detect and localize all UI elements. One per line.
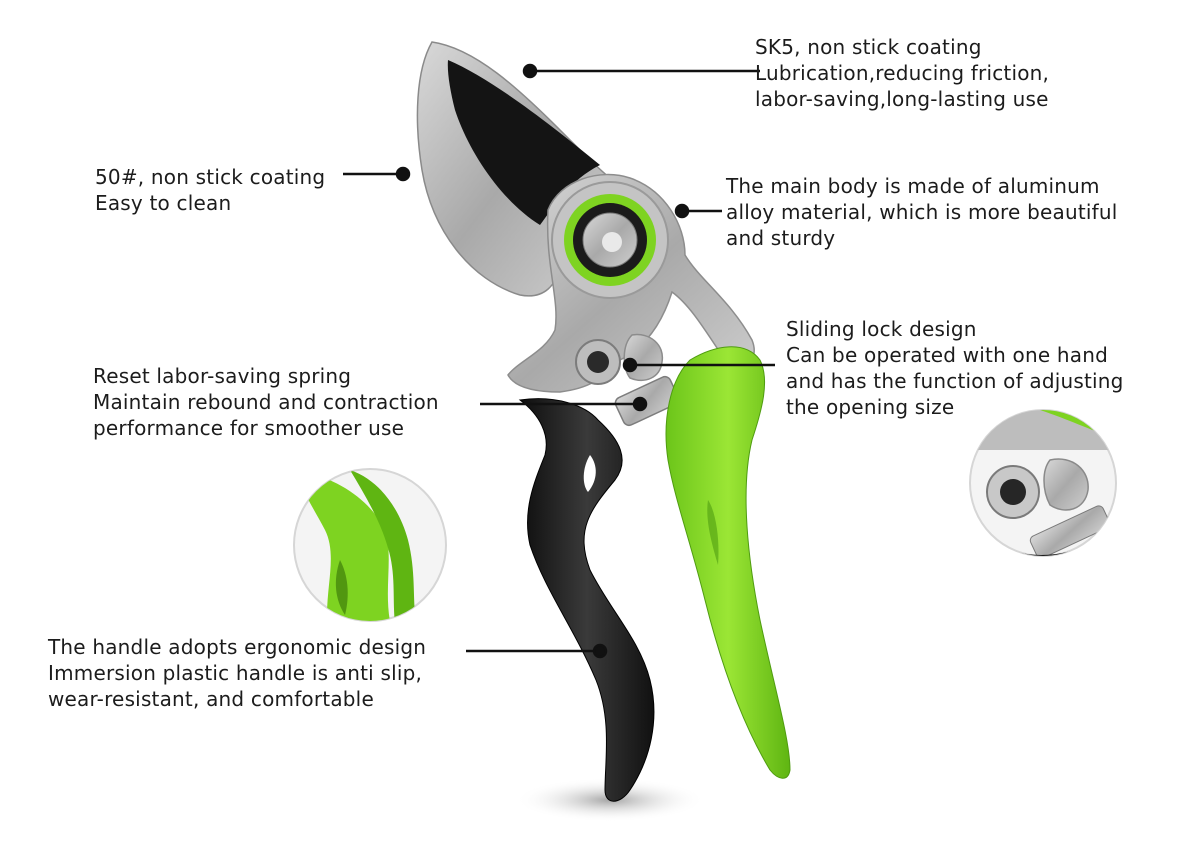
- blade-callout-line-2: Lubrication,reducing friction,: [755, 61, 1050, 85]
- leader-lines: [343, 63, 775, 659]
- handle-callout: The handle adopts ergonomic design Immer…: [48, 634, 426, 712]
- edge-callout: 50#, non stick coating Easy to clean: [95, 164, 325, 216]
- blade-coating: [447, 60, 600, 225]
- green-handle: [665, 346, 791, 779]
- handle-callout-line-1: The handle adopts ergonomic design: [48, 635, 427, 659]
- lock-slider: [623, 333, 664, 382]
- handle-callout-line-3: wear-resistant, and comfortable: [48, 687, 374, 711]
- body-callout-line-3: and sturdy: [726, 226, 836, 250]
- body-callout-line-2: alloy material, which is more beautiful: [726, 200, 1118, 224]
- handle-closeup-inset: [293, 468, 447, 622]
- lock-callout-line-1: Sliding lock design: [786, 317, 977, 341]
- lock-bolt-inner: [587, 351, 609, 373]
- blade-callout-line-3: labor-saving,long-lasting use: [755, 87, 1049, 111]
- lock-closeup-inset: [969, 409, 1117, 557]
- blade-callout-line-1: SK5, non stick coating: [755, 35, 982, 59]
- pivot-screw-center: [602, 232, 622, 252]
- handle-callout-line-2: Immersion plastic handle is anti slip,: [48, 661, 423, 685]
- blade-callout: SK5, non stick coating Lubrication,reduc…: [755, 34, 1049, 112]
- spring-callout-line-3: performance for smoother use: [93, 416, 405, 440]
- spring-callout-line-2: Maintain rebound and contraction: [93, 390, 439, 414]
- black-handle: [518, 398, 655, 802]
- spring-callout: Reset labor-saving spring Maintain rebou…: [93, 363, 439, 441]
- body-callout: The main body is made of aluminum alloy …: [726, 173, 1118, 251]
- black-handle-slot: [583, 455, 596, 492]
- lock-callout-line-4: the opening size: [786, 395, 955, 419]
- green-handle-groove: [707, 500, 719, 565]
- lock-callout: Sliding lock design Can be operated with…: [786, 316, 1124, 420]
- edge-callout-line-2: Easy to clean: [95, 191, 232, 215]
- lock-callout-line-3: and has the function of adjusting: [786, 369, 1124, 393]
- body-callout-line-1: The main body is made of aluminum: [726, 174, 1100, 198]
- spring-callout-line-1: Reset labor-saving spring: [93, 364, 352, 388]
- edge-callout-line-1: 50#, non stick coating: [95, 165, 326, 189]
- lock-callout-line-2: Can be operated with one hand: [786, 343, 1108, 367]
